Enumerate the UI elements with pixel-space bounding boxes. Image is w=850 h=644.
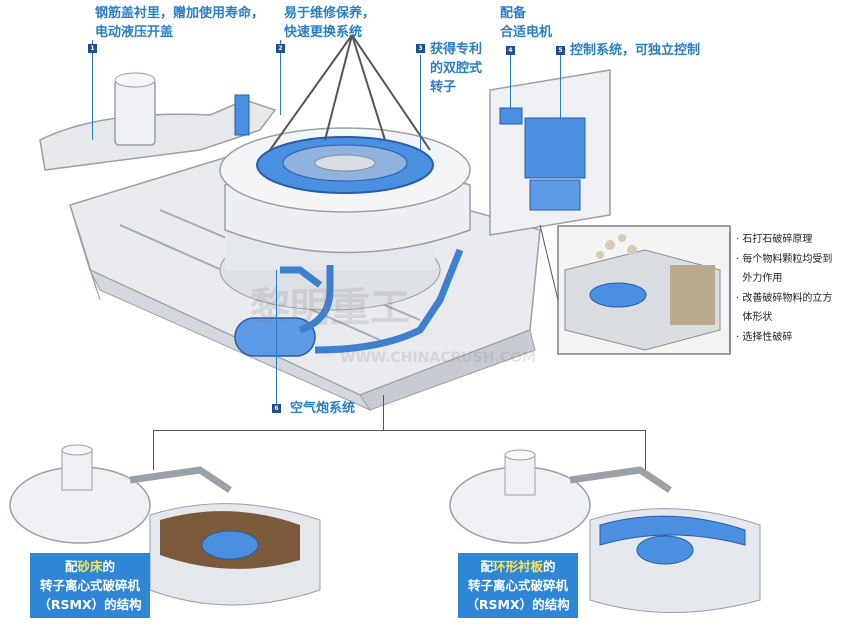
marker-2: 2 bbox=[276, 44, 285, 53]
connector-horizontal bbox=[153, 430, 646, 431]
sand-bed-highlight: 砂床 bbox=[77, 559, 103, 574]
leader-line-5 bbox=[560, 55, 561, 120]
marker-6: 6 bbox=[272, 404, 281, 413]
callout-3: 获得专利 的双腔式 转子 bbox=[430, 40, 482, 97]
sand-bed-box-line-3: （RSMX）的结构 bbox=[38, 597, 142, 612]
callout-5: 控制系统，可独立控制 bbox=[570, 41, 700, 60]
hydraulic-lid-arm bbox=[39, 72, 277, 171]
ring-liner-box-line-3: （RSMX）的结构 bbox=[466, 597, 570, 612]
callout-5-line-1: 控制系统，可独立控制 bbox=[570, 43, 701, 58]
callout-4-line-1: 配备 bbox=[500, 6, 527, 21]
control-cabinet bbox=[489, 69, 611, 236]
principle-list: · 石打石破碎原理 · 每个物料颗粒均受到 外力作用 · 改善破碎物料的立方 体… bbox=[736, 230, 848, 347]
marker-1: 1 bbox=[88, 44, 97, 53]
connector-vertical bbox=[383, 395, 384, 430]
inset-principle-image bbox=[557, 225, 731, 355]
bottom-left-view-sand-bed bbox=[9, 444, 321, 606]
leader-line-3 bbox=[420, 55, 421, 150]
lifting-chains bbox=[269, 34, 431, 151]
callout-2-line-2: 快速更换系统 bbox=[284, 25, 363, 40]
crusher-drum bbox=[219, 127, 471, 254]
sand-bed-box-line-2: 转子离心式破碎机 bbox=[39, 578, 140, 593]
callout-3-line-3: 转子 bbox=[430, 80, 457, 95]
principle-item: · 每个物料颗粒均受到 bbox=[736, 253, 833, 265]
callout-6: 空气炮系统 bbox=[290, 399, 355, 418]
callout-1-line-2: 电动液压开盖 bbox=[95, 25, 174, 40]
principle-item: · 选择性破碎 bbox=[736, 331, 793, 343]
principle-item: · 改善破碎物料的立方 bbox=[736, 292, 833, 304]
connector-right bbox=[645, 430, 646, 470]
principle-item: · 石打石破碎原理 bbox=[736, 234, 813, 245]
leader-line-4 bbox=[510, 55, 511, 110]
callout-6-line-1: 空气炮系统 bbox=[290, 401, 356, 416]
ring-liner-box-line-2: 转子离心式破碎机 bbox=[467, 578, 568, 593]
callout-2-line-1: 易于维修保养， bbox=[284, 6, 376, 21]
leader-line-2 bbox=[280, 40, 281, 115]
callout-4-line-2: 合适电机 bbox=[500, 25, 553, 40]
air-cannon-tank bbox=[234, 248, 464, 357]
leader-line-1 bbox=[92, 40, 93, 140]
ring-liner-highlight: 环形衬板 bbox=[492, 559, 543, 574]
callout-3-line-1: 获得专利 bbox=[430, 42, 483, 57]
sand-bed-structure-box: 配砂床的 转子离心式破碎机 （RSMX）的结构 bbox=[30, 553, 150, 618]
bottom-right-view-ring-liner bbox=[449, 449, 761, 613]
leader-line-6 bbox=[276, 270, 277, 405]
ring-liner-structure-box: 配环形衬板的 转子离心式破碎机 （RSMX）的结构 bbox=[458, 553, 578, 618]
principle-item: 外力作用 bbox=[742, 273, 783, 284]
callout-1: 钢筋盖衬里，赠加使用寿命， 电动液压开盖 bbox=[95, 4, 264, 42]
callout-4: 配备 合适电机 bbox=[500, 4, 552, 42]
callout-2: 易于维修保养， 快速更换系统 bbox=[284, 4, 375, 42]
watermark-en: WWW.CHINACRUSH.COM bbox=[340, 350, 536, 366]
principle-item: 体形状 bbox=[742, 312, 773, 323]
marker-3: 3 bbox=[416, 44, 425, 53]
marker-5: 5 bbox=[556, 46, 565, 55]
connector-left bbox=[153, 430, 154, 470]
callout-1-line-1: 钢筋盖衬里，赠加使用寿命， bbox=[95, 6, 265, 21]
callout-3-line-2: 的双腔式 bbox=[430, 61, 483, 76]
watermark-cn: 黎明重工 bbox=[250, 285, 410, 331]
marker-4: 4 bbox=[506, 46, 515, 55]
